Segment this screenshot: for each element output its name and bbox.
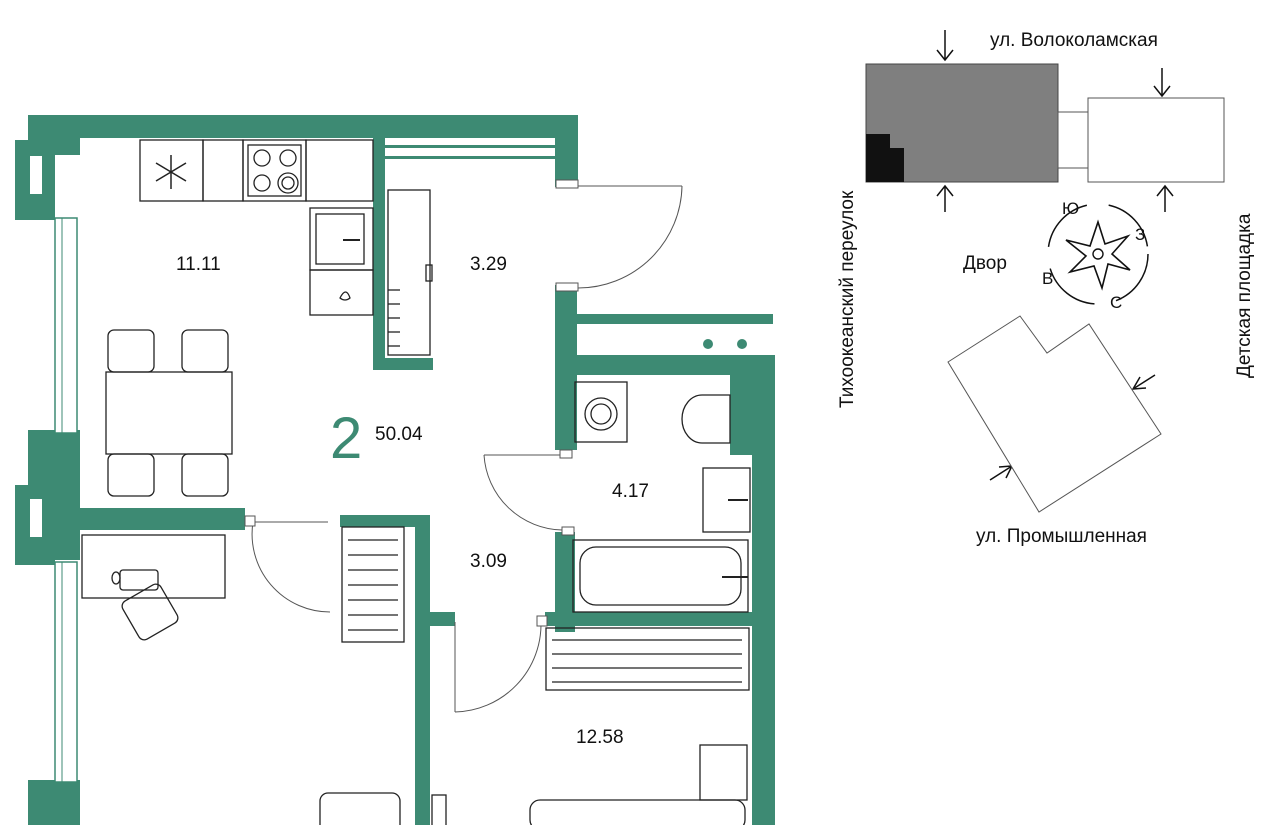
- street-right: Детская площадка: [1234, 213, 1255, 378]
- situation-map: Ю З В С ул. Волоколамская ул. Промышленн…: [837, 30, 1255, 547]
- section-marker: [866, 134, 904, 182]
- compass-west: З: [1135, 225, 1145, 244]
- street-bottom: ул. Промышленная: [976, 526, 1147, 547]
- yard-label: Двор: [963, 253, 1007, 274]
- doors: [244, 179, 683, 713]
- compass-north: С: [1110, 293, 1122, 312]
- compass-icon: Ю З В С: [1042, 199, 1149, 312]
- room-labels: 11.11 3.29 4.17 3.09 12.58 2 50.04: [176, 254, 649, 748]
- compass-south: Ю: [1062, 199, 1079, 218]
- room-area-bedroom: 12.58: [576, 727, 624, 748]
- room-area-bathroom: 4.17: [612, 481, 649, 502]
- bedroom-furniture: [319, 744, 748, 825]
- street-left: Тихоокеанский переулок: [837, 190, 858, 408]
- snowflake-icon: [155, 155, 187, 189]
- bathroom-furniture: [545, 381, 751, 691]
- street-top: ул. Волоколамская: [990, 30, 1158, 51]
- room-area-kitchen: 11.11: [176, 254, 221, 275]
- entrance-arrows: [936, 30, 1174, 481]
- rooms-count: 2: [330, 406, 362, 471]
- kitchen-furniture: [81, 139, 433, 643]
- walls: [15, 115, 775, 825]
- room-area-hall-lower: 3.09: [470, 551, 507, 572]
- room-area-hall-upper: 3.29: [470, 254, 507, 275]
- compass-east: В: [1042, 269, 1053, 288]
- total-area: 50.04: [375, 424, 423, 445]
